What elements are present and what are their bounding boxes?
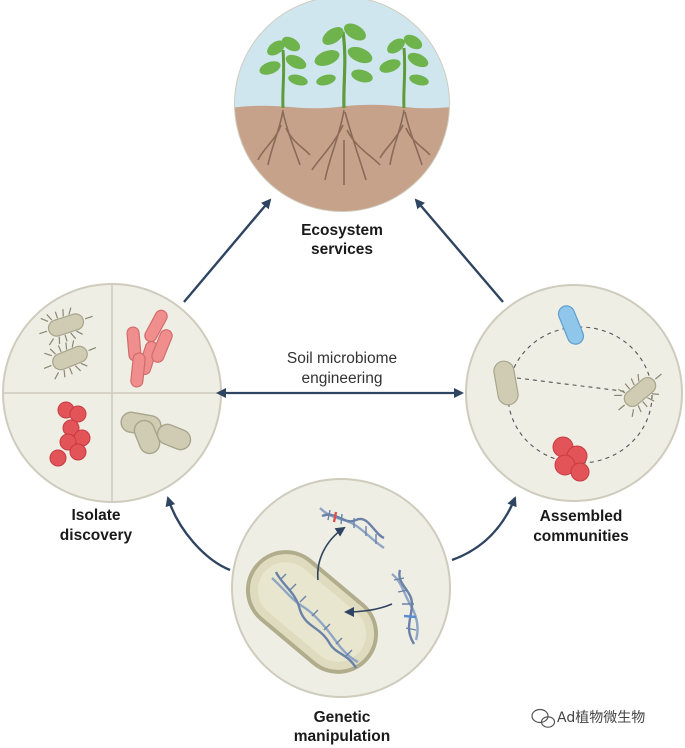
ecosystem-label-line1: Ecosystem <box>301 222 383 239</box>
interaction-link <box>516 377 631 393</box>
watermark: Ad植物微生物 <box>531 708 645 728</box>
arrow-isolate-to-ecosystem <box>183 198 272 303</box>
dna-helix-icon <box>391 569 419 645</box>
plant-icon <box>311 23 381 185</box>
genetic-label-line1: Genetic <box>314 709 371 726</box>
flagellated-bacterium-icon <box>614 373 662 417</box>
tan-rod-icon <box>493 360 519 406</box>
communities-label-line2: communities <box>533 528 629 545</box>
plant-icon <box>257 36 311 166</box>
rod-chain-icon <box>126 309 173 388</box>
ecosystem-label-line2: services <box>311 241 373 258</box>
isolate-label-line2: discovery <box>60 527 133 544</box>
dna-helix-icon <box>271 571 359 669</box>
plant-icon <box>379 34 431 166</box>
cocci-cluster-icon <box>552 436 590 482</box>
communities-label-line1: Assembled <box>540 508 623 525</box>
watermark-text: Ad植物微生物 <box>557 710 645 726</box>
flagellated-bacterium-icon <box>39 307 93 346</box>
blue-rod-icon <box>557 305 585 345</box>
center-label-line1: Soil microbiome <box>287 350 397 367</box>
transfer-arrow <box>344 603 393 617</box>
arrow-genetic-to-isolate <box>165 496 231 572</box>
rod-bacteria-icon <box>120 411 192 455</box>
transfer-arrow <box>316 526 346 581</box>
ecosystem-services-node: Ecosystem services <box>234 0 450 258</box>
arrow-communities-to-ecosystem <box>414 198 504 303</box>
dna-helix-icon <box>319 507 385 549</box>
assembled-communities-node: Assembled communities <box>465 284 683 545</box>
wechat-icon <box>531 708 556 728</box>
center-label-line2: engineering <box>301 370 382 387</box>
arrow-genetic-to-communities <box>451 496 517 562</box>
genetic-label-line2: manipulation <box>294 728 390 745</box>
communities-circle <box>465 284 683 502</box>
isolate-discovery-node: Isolate discovery <box>2 283 222 544</box>
genetic-manipulation-node: Genetic manipulation <box>231 478 451 745</box>
cocci-cluster-icon <box>49 401 91 467</box>
isolate-label-line1: Isolate <box>71 507 120 524</box>
flagellated-bacterium-icon <box>43 340 97 380</box>
